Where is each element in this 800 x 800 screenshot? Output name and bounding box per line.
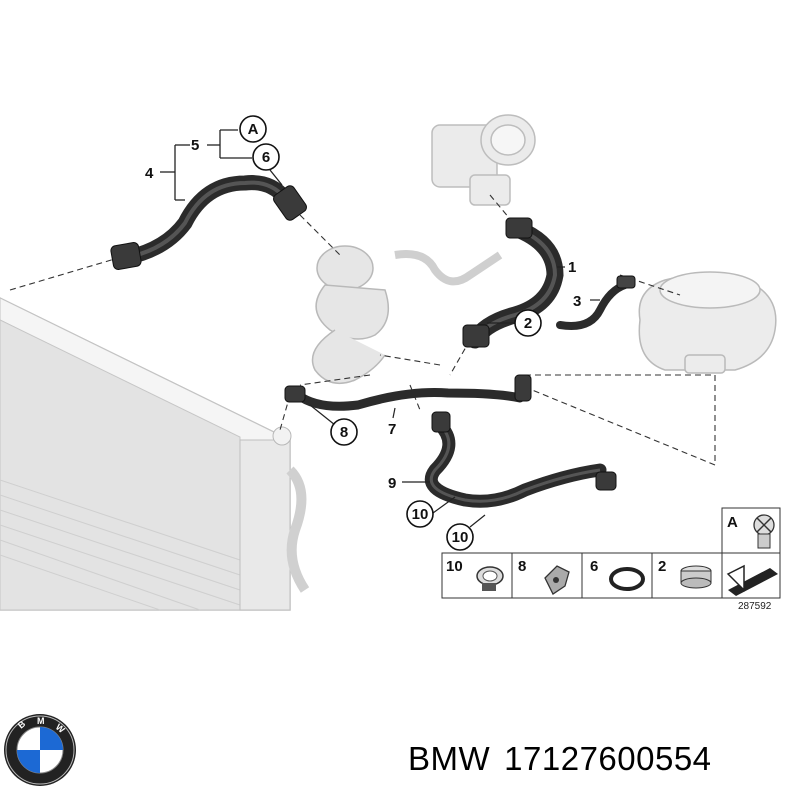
brand-name: BMW xyxy=(408,740,491,777)
legend-label-a: A xyxy=(727,514,738,531)
part-number: 17127600554 xyxy=(504,740,712,777)
callout-labels: 4 5 A 6 1 3 2 8 7 9 10 10 xyxy=(145,115,600,551)
parts-legend: 10 8 6 2 A xyxy=(441,507,781,612)
callout-2-circle xyxy=(514,309,542,337)
connector-icon xyxy=(544,565,570,595)
water-pump xyxy=(431,114,536,206)
callout-8: 8 xyxy=(340,424,348,441)
band-clamp-icon xyxy=(680,565,712,589)
hose-1 xyxy=(462,217,564,349)
part-caption: BMW 17127600554 xyxy=(408,740,726,778)
arrow-icon xyxy=(726,564,778,596)
legend-label-2: 2 xyxy=(658,558,666,575)
clamp-icon xyxy=(476,566,504,591)
callout-6: 6 xyxy=(262,149,270,166)
hose-7 xyxy=(284,374,532,411)
expansion-tank xyxy=(638,271,777,374)
legend-label-6: 6 xyxy=(590,558,598,575)
drawing-number: 287592 xyxy=(738,601,772,612)
radiator xyxy=(0,297,310,611)
bmw-logo: B M W xyxy=(4,714,76,786)
callout-8-circle xyxy=(330,418,358,446)
callout-4: 4 xyxy=(145,165,154,182)
bleed-screw-icon xyxy=(753,514,775,549)
hose-3 xyxy=(556,275,636,330)
callout-a: A xyxy=(248,121,259,138)
callout-3: 3 xyxy=(573,293,581,310)
callout-10-circle-a xyxy=(406,500,434,528)
thermostat-housing xyxy=(311,245,503,385)
callout-bracket xyxy=(160,129,283,201)
svg-text:B: B xyxy=(16,718,28,730)
hose-9 xyxy=(424,411,617,508)
callout-9: 9 xyxy=(388,475,396,492)
callout-5: 5 xyxy=(191,137,199,154)
callout-10-a: 10 xyxy=(412,506,429,523)
legend-label-8: 8 xyxy=(518,558,526,575)
o-ring-icon xyxy=(609,567,645,591)
callout-10-circle-b xyxy=(446,523,474,551)
callout-2: 2 xyxy=(524,315,532,332)
hose-4 xyxy=(110,175,307,270)
svg-text:M: M xyxy=(37,716,45,726)
callout-10-b: 10 xyxy=(452,529,469,546)
callout-a-circle xyxy=(239,115,267,143)
callout-1: 1 xyxy=(568,259,576,276)
callout-6-circle xyxy=(252,143,280,171)
legend-label-10: 10 xyxy=(446,558,463,575)
callout-7: 7 xyxy=(388,421,396,438)
